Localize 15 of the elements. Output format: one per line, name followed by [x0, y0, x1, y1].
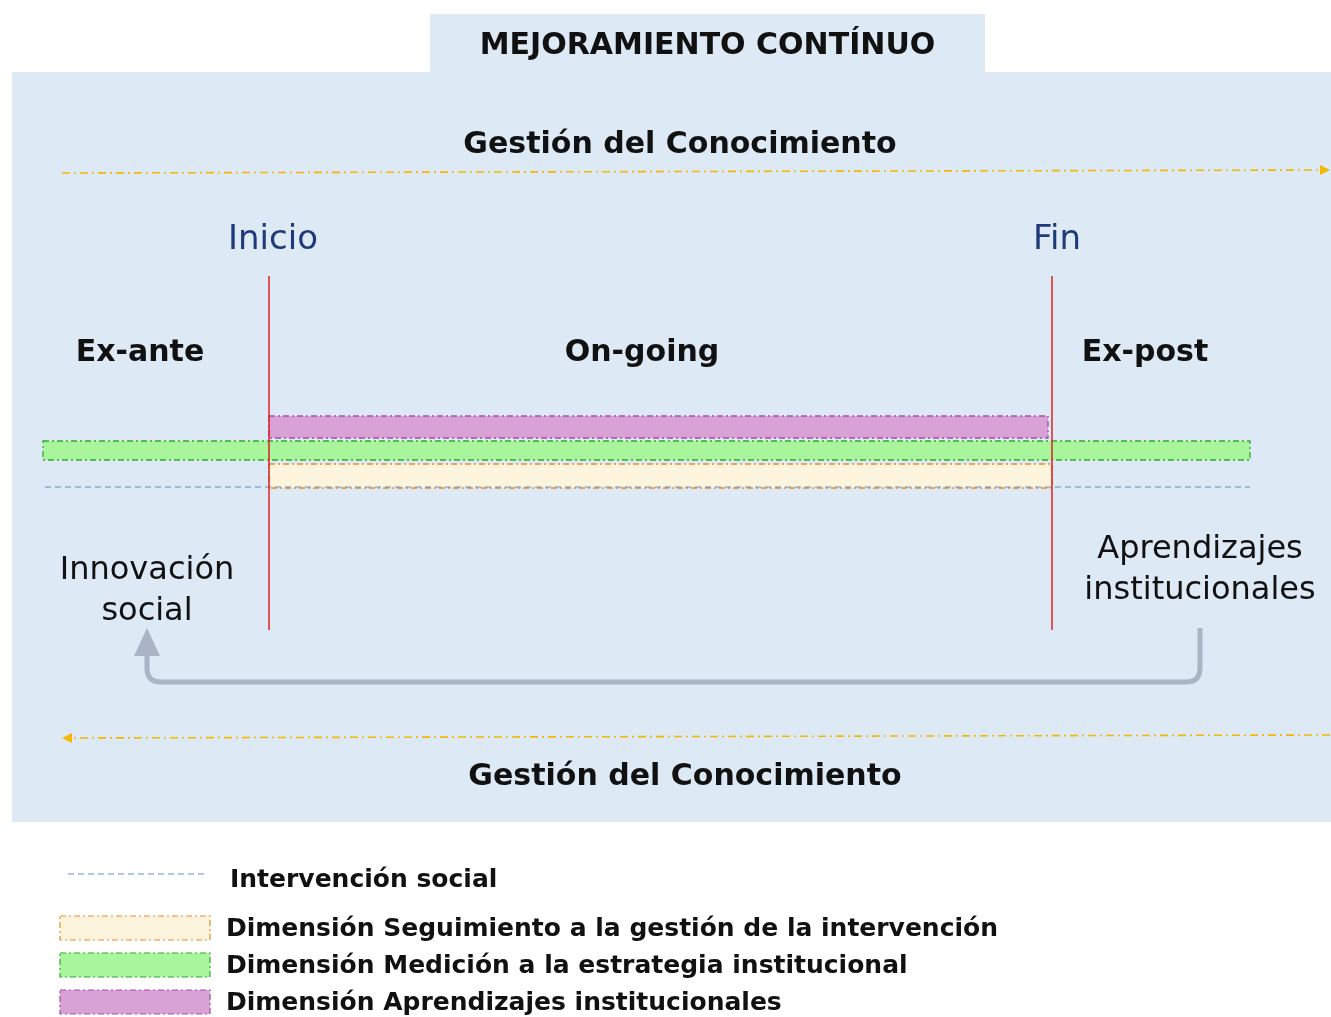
legend-label: Dimensión Aprendizajes institucionales [226, 987, 782, 1016]
legend-label: Dimensión Medición a la estrategia institucional [226, 950, 908, 979]
phase-label: On-going [564, 333, 720, 368]
legend-label: Dimensión Seguimiento a la gestión de la intervención [226, 913, 999, 942]
phase-label: Ex-post [1081, 333, 1209, 368]
flow-label: Gestión del Conocimiento [468, 757, 902, 792]
stage-label: Innovación social [37, 548, 257, 630]
stage-label: Aprendizajes institucionales [1070, 527, 1330, 609]
legend-label: Intervención social [230, 864, 498, 893]
milestone-label: Fin [1032, 217, 1082, 257]
phase-label: Ex-ante [75, 333, 205, 368]
diagram-title: MEJORAMIENTO CONTÍNUO [479, 25, 936, 61]
flow-label: Gestión del Conocimiento [463, 125, 897, 160]
feedback-arrow [134, 628, 1203, 685]
milestone-label: Inicio [228, 217, 318, 257]
